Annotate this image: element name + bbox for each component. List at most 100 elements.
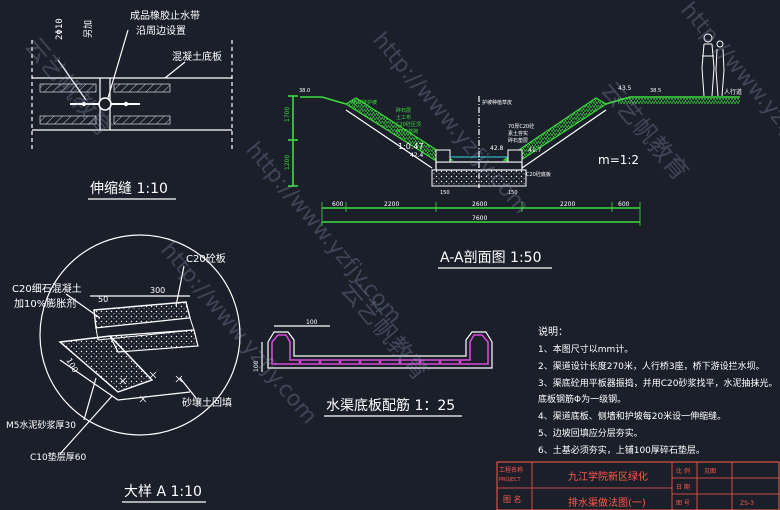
label-project: 工程名称 xyxy=(499,466,523,474)
note-left-2: 土工布 xyxy=(396,114,411,121)
note-item: 6、土基必须夯实，上铺100厚碎石垫层。 xyxy=(538,444,705,456)
dim-50: 50 xyxy=(98,295,108,304)
title-section-aa: A-A剖面图 1:50 xyxy=(440,250,541,266)
label-c20-fine-2: 加10%膨胀剂 xyxy=(14,297,76,310)
leader-m5 xyxy=(83,377,97,421)
note-mid-0: 护坡种植草皮 xyxy=(482,99,512,106)
drawing-name: 排水渠做法图(一) xyxy=(568,496,646,509)
label-concrete: 混凝土底板 xyxy=(172,50,222,63)
dim-total: 7600 xyxy=(472,215,487,222)
note-item: 5、边坡回填应分层夯实。 xyxy=(538,427,643,439)
leader-fine xyxy=(65,293,101,319)
level-right: 38.5 xyxy=(650,88,661,94)
watermark-brand: 云艺帆教育 xyxy=(19,32,118,142)
label-sidewalk: 人行道 xyxy=(724,88,742,96)
grass-strip-right xyxy=(618,98,740,104)
note-item: 3、渠底砼用平板器振捣，并用C20砂浆找平，水泥抽抹光。 xyxy=(538,377,777,389)
slab-outline xyxy=(267,331,493,369)
title-detail-a: 大样 A 1:10 xyxy=(124,484,202,500)
label-rebar-suffix: 另加 xyxy=(83,20,94,38)
leader-backfill xyxy=(179,377,197,399)
label-backfill: 砂壤土回填 xyxy=(182,396,232,409)
leader-c20 xyxy=(175,265,185,307)
leader-c10 xyxy=(59,395,113,455)
watermark-brand: 云艺帆教育 xyxy=(595,76,694,186)
rebar-dot xyxy=(123,101,129,107)
title-block-frame xyxy=(496,461,780,510)
channel-slab-rebar: 100 100 水渠底板配筋 1：25 xyxy=(253,319,493,417)
elev-1: 42.4 xyxy=(410,152,424,159)
dim-small-2: 150 xyxy=(508,190,518,196)
note-item: 2、渠道设计长度270米，人行桥3座，桥下游设拦水坝。 xyxy=(538,360,765,372)
note-water: C20砼底板 xyxy=(526,171,551,178)
backfill-marks xyxy=(119,371,183,403)
curb-right xyxy=(507,149,523,163)
ground-left xyxy=(300,96,347,105)
note-left-4: M7.5浆砌 xyxy=(396,128,418,135)
dim-ticks xyxy=(321,202,641,226)
notes-heading: 说明： xyxy=(538,325,568,338)
dim-left-1: 1700 xyxy=(284,107,291,122)
note-mid-3: 碎石垫层 xyxy=(508,137,528,144)
expansion-joint-detail: 2Φ10 另加 成品橡胶止水带 沿周边设置 混凝土底板 伸缩缝 1:10 xyxy=(31,9,233,200)
note-left-1: 碎石层 xyxy=(396,107,411,114)
rebar-band-left-bottom xyxy=(39,115,97,125)
dim-300: 300 xyxy=(150,286,165,295)
row-value: ZS-3 xyxy=(740,500,754,507)
elev-3: 41.7 xyxy=(528,147,542,154)
dim-bottom-1: 2200 xyxy=(384,201,399,208)
label-c10: C10垫层厚60 xyxy=(30,451,86,463)
ground-right xyxy=(605,96,740,105)
elev-4: 43.5 xyxy=(618,85,632,92)
leader-waterstop xyxy=(107,29,129,99)
row-value: 见图 xyxy=(704,468,716,475)
slope-left-label: 1:0.47 xyxy=(398,142,424,151)
row-label: 图 号 xyxy=(676,500,690,507)
rebar-band-right-bottom xyxy=(113,115,171,125)
leader-rebar xyxy=(57,59,87,101)
rebar-cage xyxy=(271,334,489,365)
row-label: 日 期 xyxy=(676,483,690,491)
note-item: 4、渠道底板、侧墙和护坡每20米设一伸缩缝。 xyxy=(538,410,726,422)
label-drawing: 图 名 xyxy=(503,494,522,504)
note-mid-2: 素土夯实 xyxy=(508,130,528,137)
note-left-3: C20砼压顶 xyxy=(396,121,421,128)
label-m5: M5水泥砂浆厚30 xyxy=(6,419,76,431)
title-expansion-joint: 伸缩缝 1:10 xyxy=(90,181,168,197)
level-left: 38.0 xyxy=(299,88,310,94)
section-aa: 1700 1200 38.0 38.5 人行道 植草砖护坡 碎石层 土工布 C2… xyxy=(284,33,742,269)
slope-left-under xyxy=(345,109,433,169)
label-c20-slab: C20砼板 xyxy=(186,252,226,265)
dim-left-2: 1200 xyxy=(284,155,291,170)
rebar-band-right-top xyxy=(113,83,171,93)
dim-bottom-3: 2200 xyxy=(560,201,575,208)
dim-bottom-0: 600 xyxy=(332,201,344,208)
person-figure xyxy=(701,33,725,97)
label-c20-fine-1: C20细石混凝土 xyxy=(12,282,82,295)
label-waterstop-1: 成品橡胶止水带 xyxy=(130,9,200,22)
c20-slab-slope xyxy=(58,335,154,393)
note-item: 1、本图尺寸以mm计。 xyxy=(538,343,633,355)
rebar-band-left-top xyxy=(39,83,97,93)
waterstop-bulb xyxy=(98,97,112,111)
note-item: 底板钢筋Φ为一级钢。 xyxy=(538,393,626,405)
watermark-url: http://www.yzfjy.com xyxy=(240,138,406,329)
row-label: 比 例 xyxy=(676,467,690,475)
dim-left: 100 xyxy=(253,360,260,372)
rebar-dot xyxy=(81,101,87,107)
note-mid-1: 70厚C20砼 xyxy=(508,123,534,130)
label-waterstop-2: 沿周边设置 xyxy=(136,25,186,37)
dim-small-1: 150 xyxy=(440,190,450,196)
note-left-0: 植草砖护坡 xyxy=(352,99,377,106)
title-block: 工程名称 PROJECT 九江学院新区绿化 图 名 排水渠做法图(一) 比 例 … xyxy=(496,461,780,510)
title-channel-slab: 水渠底板配筋 1：25 xyxy=(326,397,455,414)
dim-bottom-2: 2600 xyxy=(472,201,487,208)
notes-block: 说明： 1、本图尺寸以mm计。 2、渠道设计长度270米，人行桥3座，桥下游设拦… xyxy=(538,325,777,456)
label-project-en: PROJECT xyxy=(499,477,522,483)
cushion-line xyxy=(59,359,191,401)
slope-left xyxy=(344,97,454,163)
slope-right-under xyxy=(521,109,607,169)
elev-2: 42.8 xyxy=(490,145,504,152)
label-rebar: 2Φ10 xyxy=(55,18,65,40)
